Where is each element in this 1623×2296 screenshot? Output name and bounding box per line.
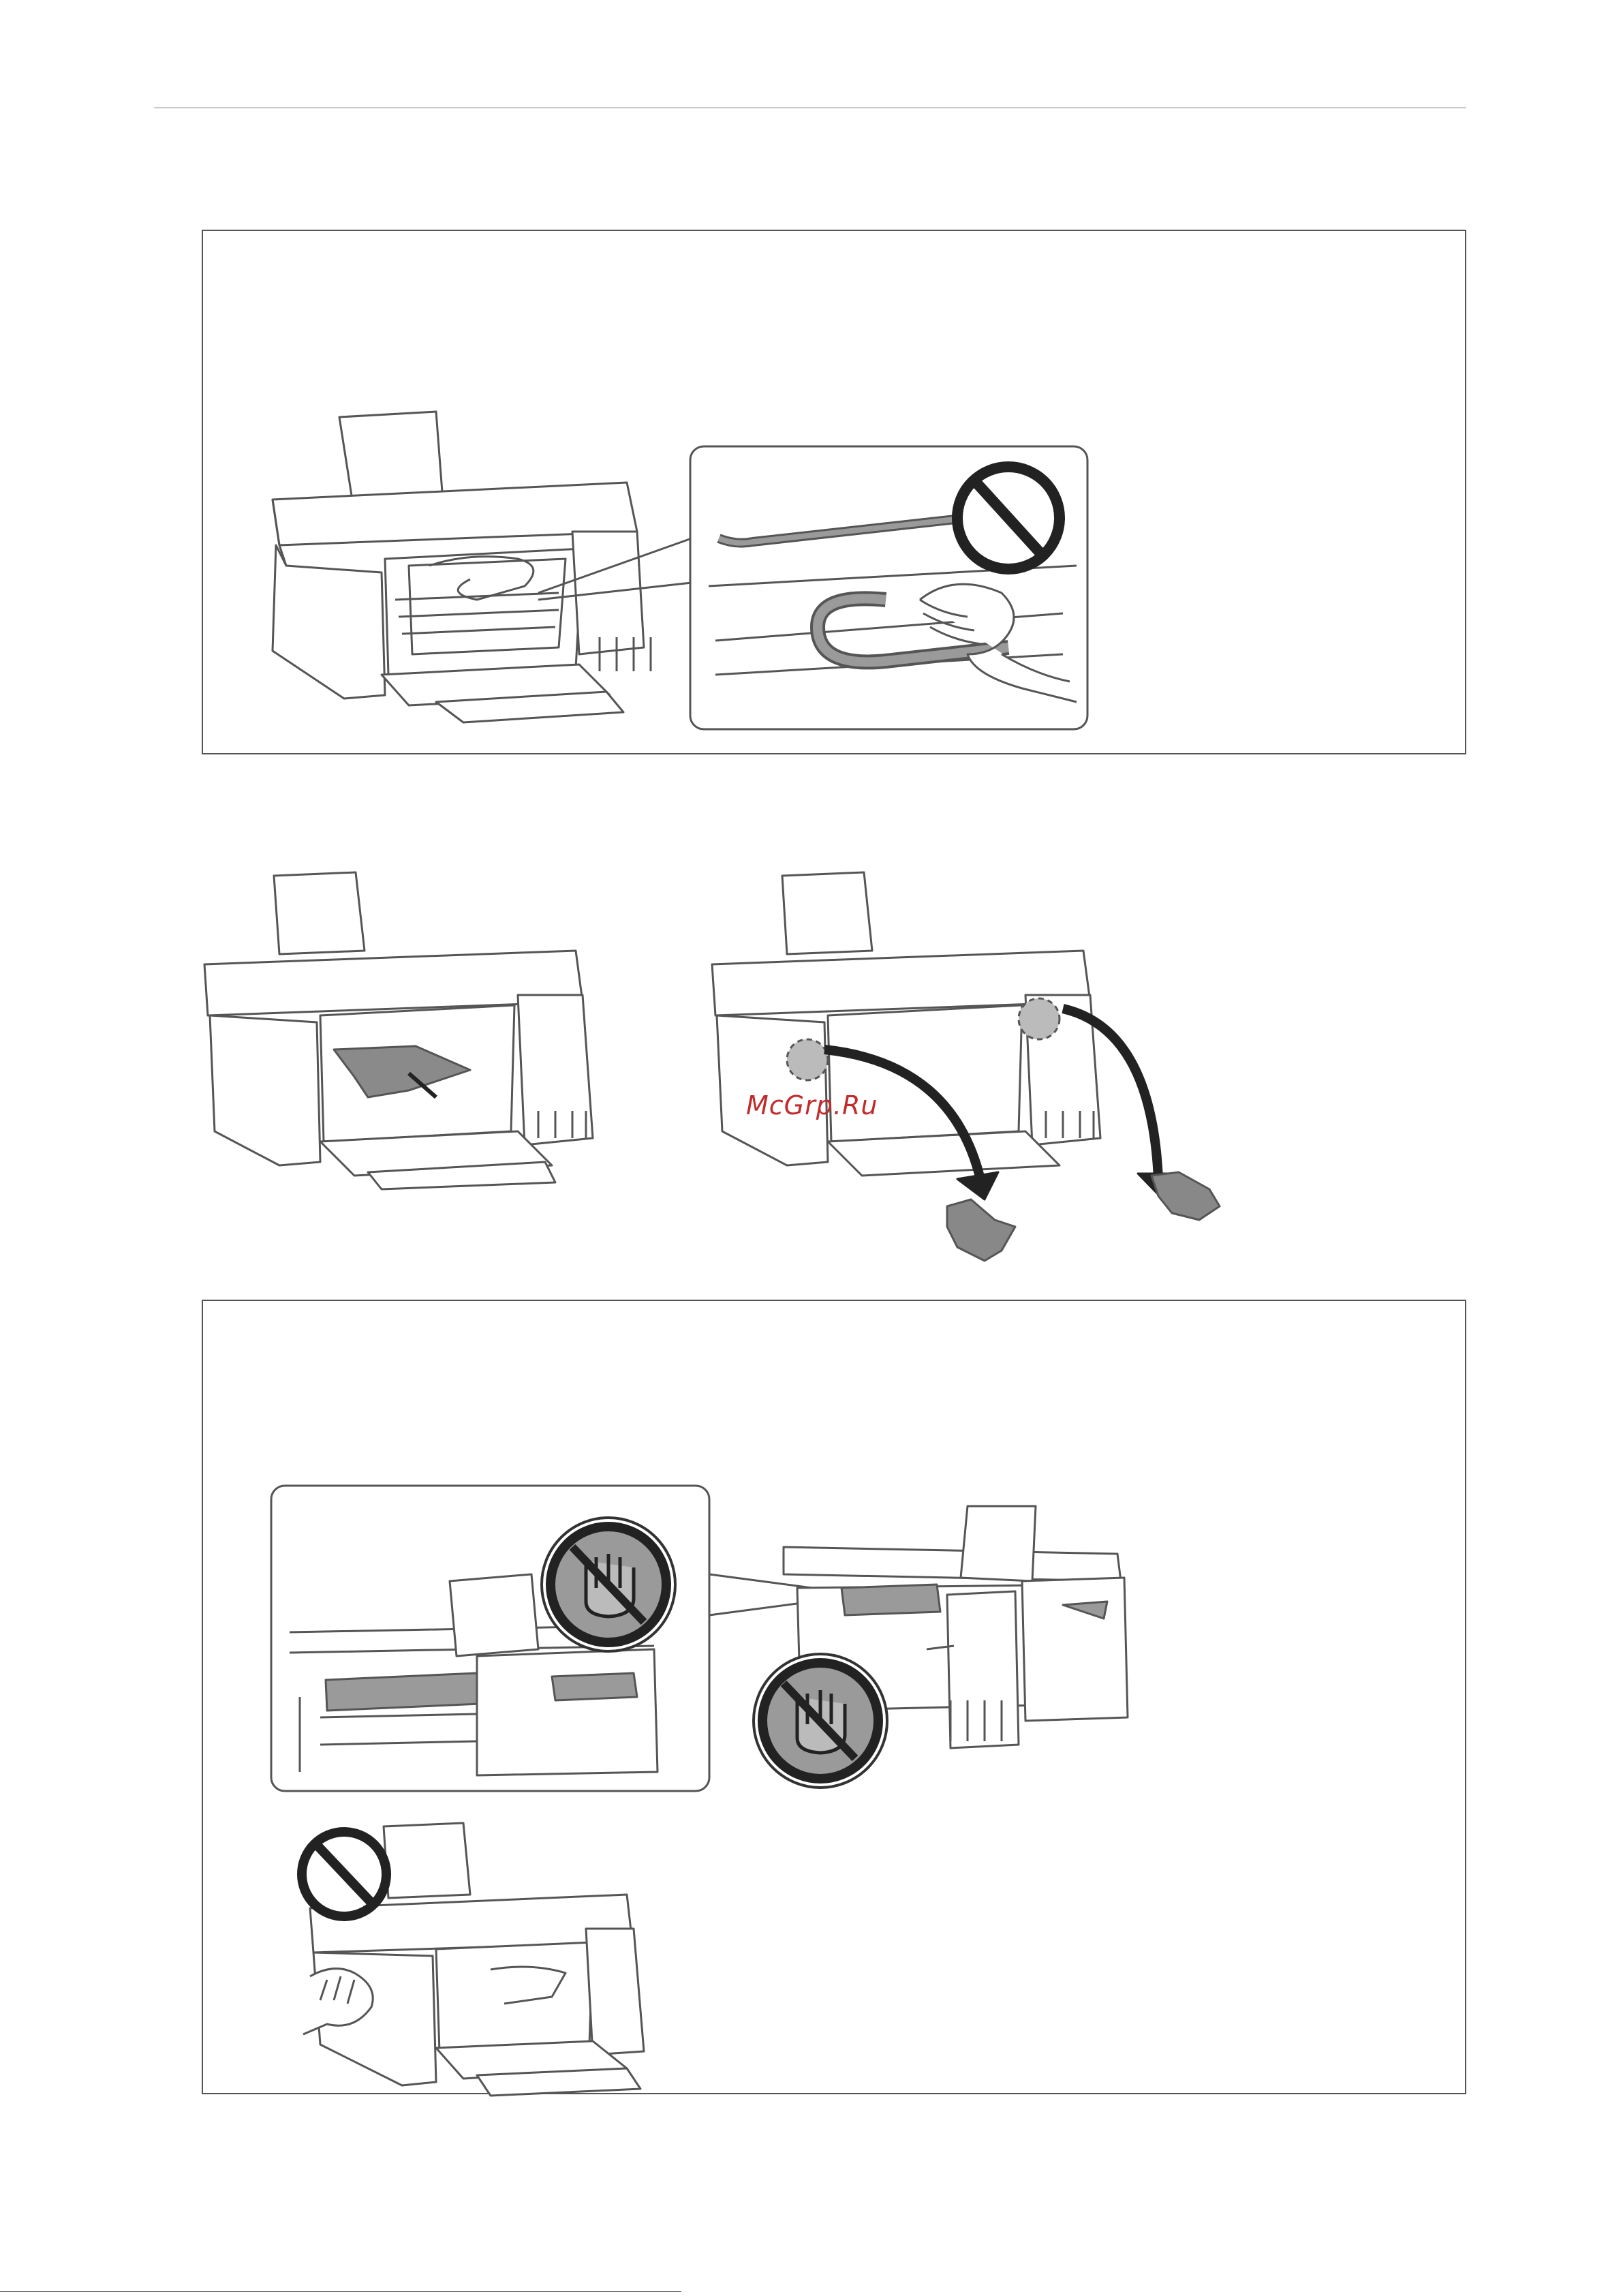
footer-rule: [0, 2291, 681, 2292]
no-touch-icon: [542, 1518, 675, 1651]
no-entry-icon: [302, 1832, 386, 1916]
no-touch-icon: [754, 1654, 887, 1788]
